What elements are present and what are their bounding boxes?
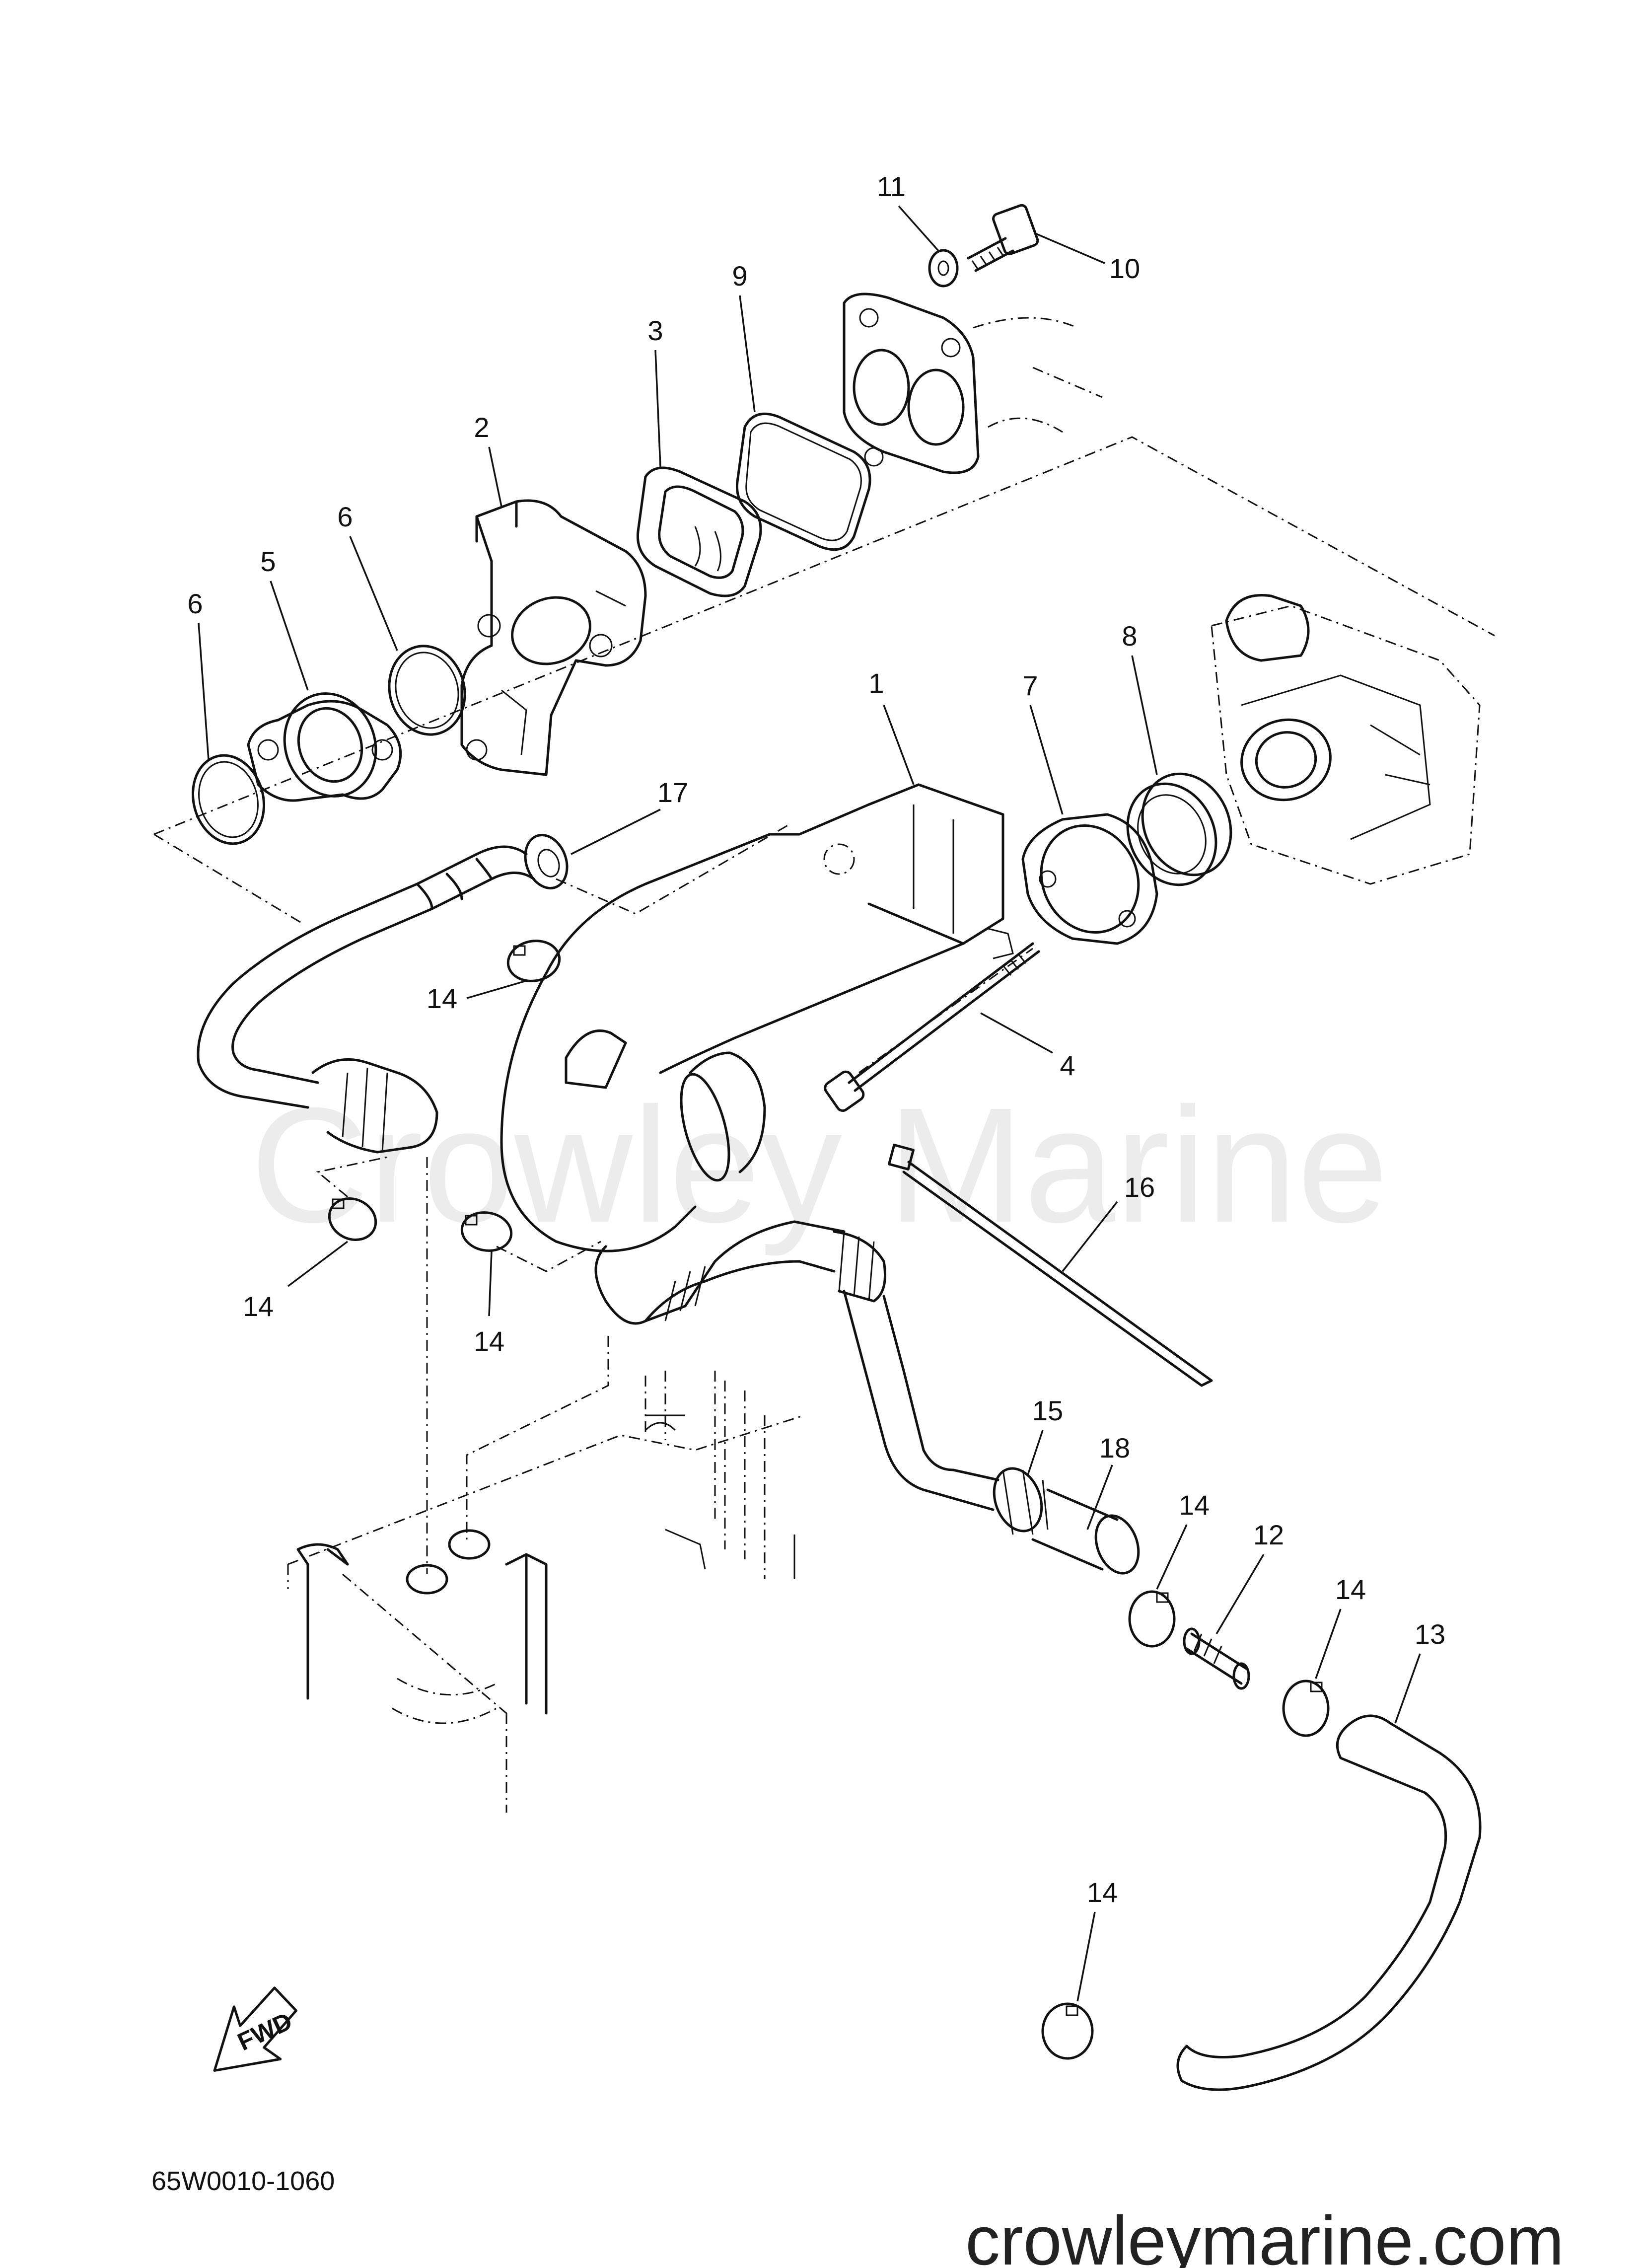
throttle-body: [1211, 594, 1481, 885]
leader-lines: [198, 205, 1421, 2002]
callout-14-c[interactable]: 14: [474, 1325, 504, 1357]
intake-flange-block: [843, 293, 1103, 474]
breather-hose-upper[interactable]: [197, 845, 535, 1154]
part-14-clamp-b[interactable]: [323, 1191, 383, 1247]
callout-7[interactable]: 7: [1022, 670, 1038, 701]
part-3-spacer[interactable]: [636, 466, 762, 597]
callout-5[interactable]: 5: [260, 546, 276, 577]
callout-11[interactable]: 11: [877, 171, 906, 202]
part-14-clamp-e[interactable]: [1282, 1680, 1330, 1737]
callout-14-f[interactable]: 14: [1087, 1877, 1118, 1908]
part-16-cable-tie[interactable]: [888, 1144, 1213, 1387]
part-7-flange-gasket[interactable]: [1021, 809, 1158, 949]
part-11-washer[interactable]: [928, 249, 959, 288]
callout-18[interactable]: 18: [1099, 1432, 1130, 1463]
callout-14-b[interactable]: 14: [243, 1291, 274, 1322]
callout-labels: 1 2 3 4 5 6 6 7 8 9 10 11 12 13 14 14 14…: [187, 171, 1445, 1908]
callout-13[interactable]: 13: [1415, 1618, 1445, 1650]
callout-10[interactable]: 10: [1109, 253, 1140, 284]
callout-17[interactable]: 17: [657, 777, 688, 808]
breather-hose-lower[interactable]: [594, 1220, 999, 1511]
callout-9[interactable]: 9: [732, 260, 747, 292]
callout-15[interactable]: 15: [1032, 1395, 1063, 1426]
connector-line-lower: [466, 1336, 609, 1539]
part-18-tube[interactable]: [1031, 1488, 1146, 1579]
callout-1[interactable]: 1: [868, 667, 884, 699]
part-13-hose[interactable]: [1176, 1714, 1482, 2091]
part-2-manifold[interactable]: [460, 499, 647, 776]
part-14-clamp-f[interactable]: [1041, 2002, 1094, 2060]
callout-4[interactable]: 4: [1060, 1050, 1075, 1081]
part-14-clamp-c[interactable]: [459, 1209, 514, 1254]
callout-14-d[interactable]: 14: [1179, 1489, 1210, 1521]
part-6-oring-upper[interactable]: [379, 638, 474, 743]
part-17-grommet[interactable]: [518, 829, 574, 894]
part-15-joint[interactable]: [986, 1462, 1050, 1538]
part-14-clamp-a[interactable]: [505, 937, 563, 985]
assembly-group-outline: [153, 436, 1495, 835]
part-14-clamp-d[interactable]: [1128, 1590, 1176, 1648]
part-12-fitting[interactable]: [1183, 1627, 1250, 1690]
connector-line-14c: [496, 1241, 601, 1272]
part-4-bolt[interactable]: [823, 942, 1040, 1113]
diagram-code: 65W0010-1060: [151, 2166, 335, 2196]
part-6-oring-lower[interactable]: [183, 747, 274, 852]
connector-line-17: [556, 823, 790, 915]
part-5-adapter[interactable]: [247, 681, 402, 809]
fwd-arrow-icon: FWD: [213, 1986, 297, 2072]
callout-8[interactable]: 8: [1122, 620, 1137, 652]
callout-14-a[interactable]: 14: [427, 983, 457, 1014]
part-1-silencer[interactable]: [500, 783, 1014, 1252]
part-10-bolt[interactable]: [967, 204, 1039, 272]
crankcase-lower: [287, 1371, 805, 1813]
website-text: crowleymarine.com: [965, 2201, 1564, 2268]
callout-6-upper[interactable]: 6: [337, 501, 353, 532]
part-8-seal-ring[interactable]: [1112, 759, 1247, 899]
callout-3[interactable]: 3: [647, 315, 663, 346]
callout-6-lower[interactable]: 6: [187, 588, 203, 619]
callout-2[interactable]: 2: [474, 412, 489, 443]
assembly-group-outline-lower: [153, 833, 303, 925]
part-9-gasket[interactable]: [735, 412, 871, 551]
watermark-text: Crowley Marine: [250, 1073, 1388, 1257]
callout-16[interactable]: 16: [1124, 1171, 1155, 1203]
connector-line-14b: [316, 1156, 388, 1198]
callout-14-e[interactable]: 14: [1335, 1574, 1366, 1605]
callout-12[interactable]: 12: [1253, 1519, 1284, 1550]
